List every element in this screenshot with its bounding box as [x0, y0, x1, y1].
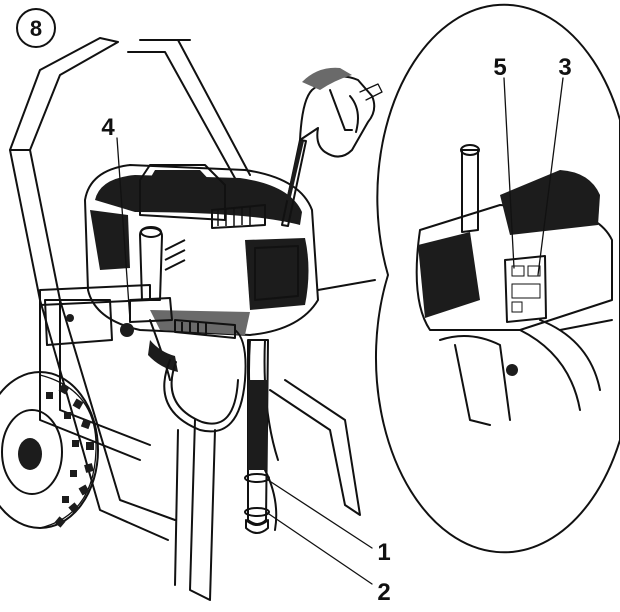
leader-3 — [537, 77, 564, 276]
callout-5: 5 — [493, 54, 506, 81]
leader-lines — [116, 77, 564, 585]
callout-3: 3 — [558, 54, 571, 81]
callout-labels: 4 5 3 1 2 — [101, 54, 571, 606]
callout-4: 4 — [101, 114, 115, 141]
leader-2 — [265, 511, 373, 585]
motor-housing — [84, 164, 319, 336]
leader-1 — [267, 479, 373, 549]
callout-2: 2 — [377, 579, 390, 606]
filter-assembly — [120, 226, 236, 381]
detail-inset — [317, 3, 620, 554]
cart-frame — [9, 37, 361, 601]
leader-4 — [116, 137, 131, 321]
spray-gun — [281, 67, 383, 227]
leader-5 — [503, 77, 515, 269]
suction-tube — [244, 339, 270, 534]
step-badge: 8 — [16, 8, 56, 48]
wheel — [0, 371, 99, 529]
callout-1: 1 — [377, 539, 390, 566]
step-number: 8 — [30, 16, 42, 41]
